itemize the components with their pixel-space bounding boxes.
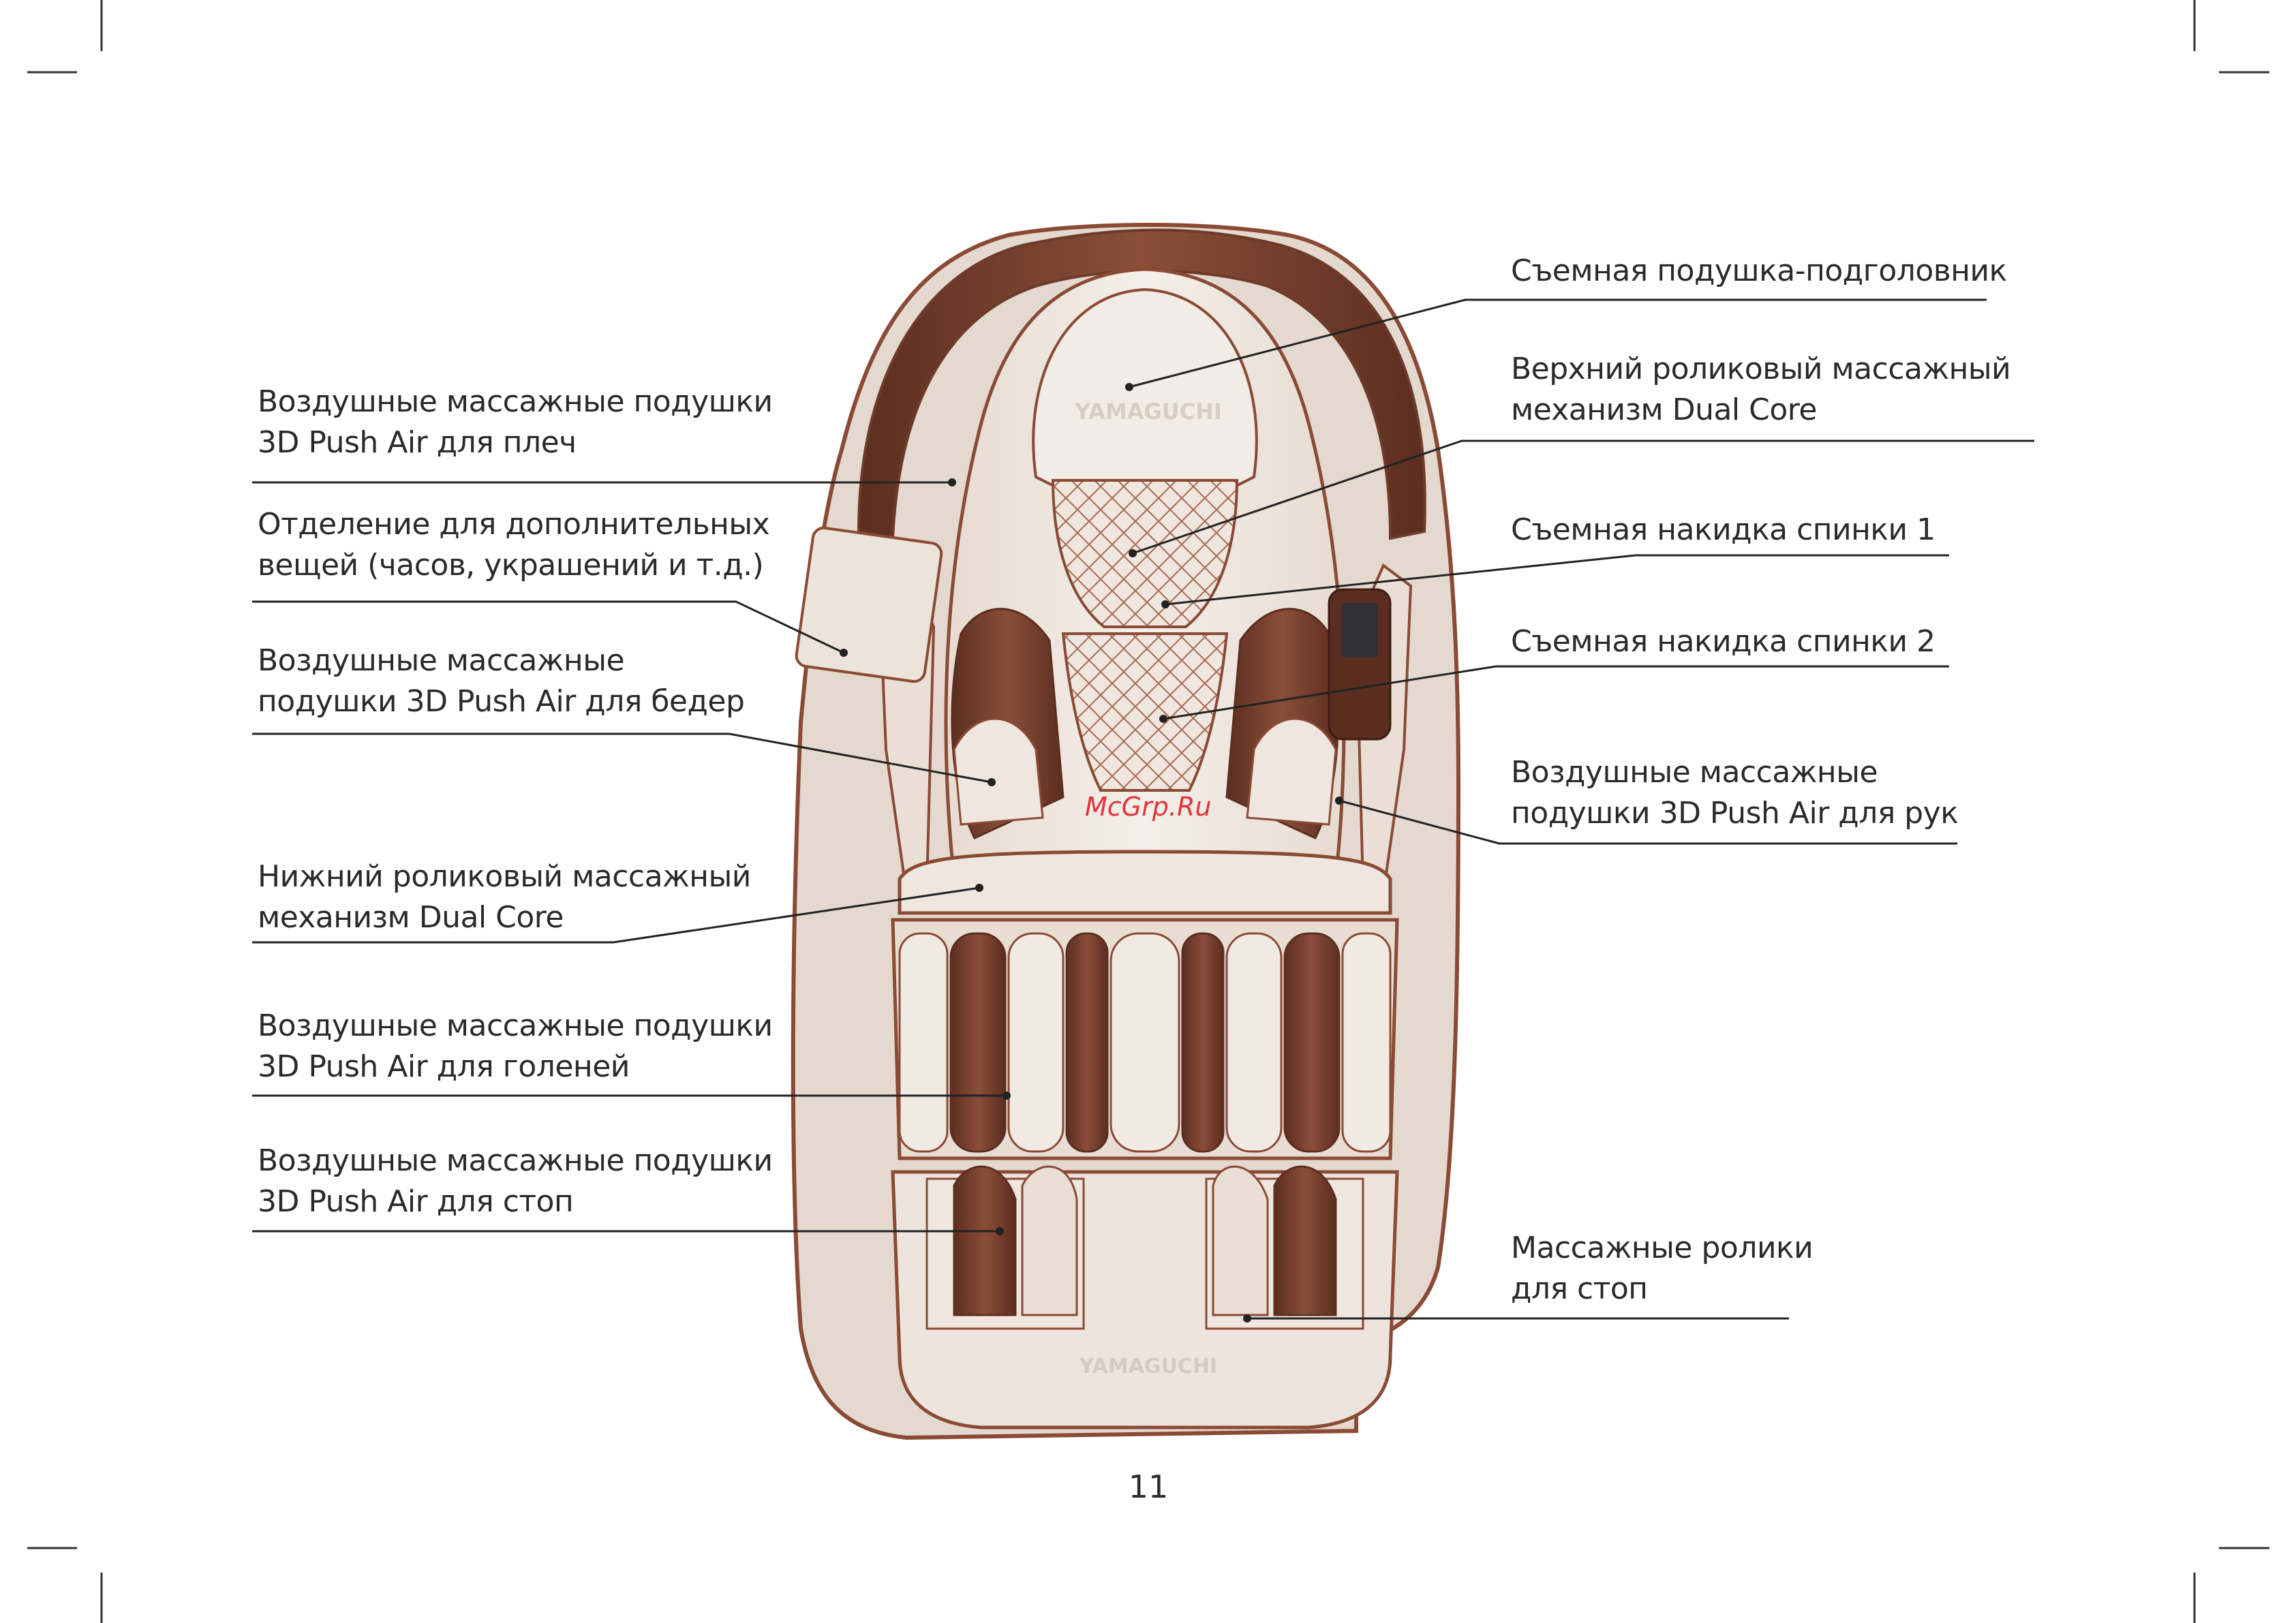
label-lower-roller: Нижний роликовый массажный механизм Dual… (258, 856, 751, 938)
label-shoulder-airbags: Воздушные массажные подушки 3D Push Air … (258, 382, 773, 463)
label-line: Воздушные массажные (258, 643, 625, 678)
seat-cushion (898, 850, 1392, 915)
label-line: подушки 3D Push Air для бедер (258, 684, 745, 719)
label-line: Воздушные массажные подушки (258, 384, 773, 419)
label-shin-airbags: Воздушные массажные подушки 3D Push Air … (258, 1006, 773, 1087)
headrest-pillow (1032, 288, 1258, 492)
right-hip-pad (1246, 717, 1337, 826)
leader-lines (252, 298, 2034, 1320)
label-hip-airbags: Воздушные массажные подушки 3D Push Air … (258, 640, 745, 722)
foot-wells (925, 1165, 1364, 1330)
label-line: Воздушные массажные подушки (258, 1008, 773, 1043)
label-line: 3D Push Air для стоп (258, 1184, 574, 1219)
label-line: 3D Push Air для голеней (258, 1049, 630, 1084)
label-line: Воздушные массажные (1511, 755, 1878, 790)
label-back-cover-1: Съемная накидка спинки 1 (1511, 510, 1935, 551)
label-arm-airbags: Воздушные массажные подушки 3D Push Air … (1511, 752, 1959, 834)
label-line: Съемная подушка-подголовник (1511, 253, 2007, 288)
label-line: подушки 3D Push Air для рук (1511, 796, 1959, 831)
page-number: 11 (1128, 1468, 1169, 1505)
label-line: вещей (часов, украшений и т.д.) (258, 548, 764, 583)
calf-pads (898, 932, 1392, 1153)
label-line: Массажные ролики (1511, 1231, 1813, 1265)
label-line: для стоп (1511, 1271, 1648, 1306)
label-headrest: Съемная подушка-подголовник (1511, 251, 2007, 292)
headrest-brand: YAMAGUCHI (1074, 399, 1222, 424)
leader-dots (840, 383, 1343, 1323)
label-line: Съемная накидка спинки 1 (1511, 512, 1935, 547)
watermark: McGrp.Ru (1085, 792, 1212, 822)
label-foot-airbags: Воздушные массажные подушки 3D Push Air … (258, 1141, 773, 1222)
label-line: Верхний роликовый массажный (1511, 352, 2011, 386)
left-hip-pad (953, 717, 1044, 826)
label-back-cover-2: Съемная накидка спинки 2 (1511, 621, 1935, 662)
lower-quilted-panel (1061, 632, 1229, 792)
label-line: Отделение для дополнительных (258, 507, 770, 542)
label-line: Нижний роликовый массажный (258, 859, 751, 894)
label-upper-roller: Верхний роликовый массажный механизм Dua… (1511, 349, 2011, 431)
label-storage-compartment: Отделение для дополнительных вещей (часо… (258, 504, 770, 586)
remote-screen (1341, 603, 1378, 658)
footrest-brand: YAMAGUCHI (1079, 1355, 1217, 1378)
label-line: механизм Dual Core (1511, 392, 1817, 427)
label-line: механизм Dual Core (258, 900, 564, 935)
label-line: Съемная накидка спинки 2 (1511, 624, 1935, 659)
upper-quilted-panel (1051, 479, 1239, 628)
head-canopy (857, 228, 1426, 540)
side-compartment (795, 526, 943, 683)
label-foot-rollers: Массажные ролики для стоп (1511, 1228, 1813, 1310)
label-line: 3D Push Air для плеч (258, 425, 577, 460)
label-line: Воздушные массажные подушки (258, 1143, 773, 1178)
